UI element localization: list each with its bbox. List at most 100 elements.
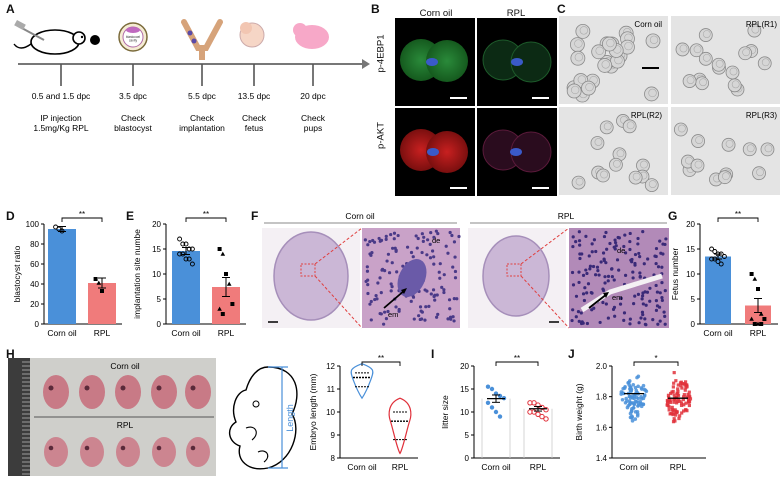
datapoint-J-0-83 — [626, 381, 630, 385]
datapoint-J-0-50 — [628, 411, 633, 416]
ytick-label-D-5: 100 — [26, 220, 40, 229]
panel-h-photo: Corn oil RPL — [8, 358, 216, 476]
datapoint-J-1-86 — [676, 399, 680, 404]
datapoint-J-0-24 — [620, 397, 625, 402]
datapoint-G-0-6 — [712, 256, 718, 262]
panel-letter-i: I — [431, 347, 435, 361]
datapoint-E-1-3 — [226, 281, 232, 286]
datapoint-J-1-74 — [675, 395, 679, 400]
panel-letter-h: H — [6, 347, 15, 361]
panel-letter-c: C — [557, 2, 566, 16]
xcat-D-0: Corn oil — [47, 328, 76, 338]
datapoint-J-0-32 — [630, 419, 635, 423]
ytick-label-I-4: 20 — [460, 362, 469, 371]
micrograph-label-rpl-r1: RPL(R1) — [746, 20, 777, 29]
datapoint-I-0-0 — [485, 384, 491, 389]
datapoint-J-0-73 — [631, 406, 636, 410]
blastocyst-112-0-11 — [675, 42, 690, 57]
datapoint-J-1-80 — [684, 385, 688, 390]
datapoint-J-1-21 — [676, 383, 680, 387]
datapoint-J-0-19 — [636, 403, 641, 408]
datapoint-J-0-45 — [631, 382, 636, 387]
datapoint-J-1-39 — [667, 408, 671, 412]
panel-letter-b: B — [371, 2, 380, 16]
datapoint-G-0-8 — [718, 261, 724, 267]
ytick-label-D-3: 60 — [30, 260, 39, 269]
ytick-label-J-1: 1.6 — [596, 423, 608, 432]
datapoint-E-0-1 — [180, 241, 186, 247]
datapoint-J-0-38 — [641, 383, 646, 388]
pup-icon — [293, 23, 329, 49]
blastocyst-0-91-10 — [644, 178, 659, 192]
panel-f-histology: Corn oil RPL em de em de — [262, 211, 669, 329]
blastocyst-112-91-3 — [673, 122, 688, 137]
datapoint-I-0-6 — [489, 405, 495, 410]
blastocyst-112-0-10 — [682, 74, 697, 88]
ylabel-I: litter size — [440, 395, 450, 429]
ytick-label-H-3: 11 — [327, 385, 336, 394]
datapoint-J-1-89 — [687, 399, 691, 403]
blastocyst-0-0-10 — [575, 24, 591, 39]
datapoint-I-0-8 — [497, 414, 503, 419]
datapoint-G-0-2 — [715, 251, 721, 257]
datapoint-G-1-2 — [756, 287, 760, 291]
histology-label-de-rpl: de — [617, 246, 625, 255]
datapoint-J-1-47 — [681, 397, 686, 402]
sig-mark-I: ** — [514, 354, 520, 363]
datapoint-D-1-1 — [96, 280, 102, 285]
datapoint-J-1-23 — [676, 397, 680, 401]
datapoint-D-1-0 — [93, 277, 98, 281]
datapoint-E-0-7 — [183, 256, 189, 262]
datapoint-J-1-51 — [671, 408, 675, 412]
sig-bracket-H — [361, 361, 401, 366]
timeline-time-2: 5.5 dpc — [188, 91, 217, 101]
datapoint-J-1-84 — [677, 416, 681, 421]
blastocyst-112-91-8 — [742, 142, 757, 157]
datapoint-J-1-53 — [682, 409, 686, 413]
xcat-D-1: RPL — [94, 328, 111, 338]
histology-label-em-rpl: em — [612, 293, 622, 302]
micrograph-label-rpl-r3: RPL(R3) — [746, 111, 777, 120]
datapoint-J-1-61 — [686, 392, 690, 397]
diagram-length-label: Length — [285, 404, 295, 432]
blastocyst-112-0-13 — [725, 65, 740, 80]
ytick-label-D-4: 80 — [30, 240, 39, 249]
datapoint-J-1-49 — [683, 380, 688, 384]
datapoint-J-0-51 — [641, 402, 646, 406]
datapoint-J-1-88 — [667, 405, 671, 409]
datapoint-I-1-6 — [531, 409, 537, 415]
datapoint-J-1-5 — [670, 405, 674, 410]
photo-label-rpl: RPL — [117, 420, 134, 430]
panel-letter-d: D — [6, 209, 15, 223]
datapoint-J-0-79 — [635, 375, 639, 380]
xcat-G-1: RPL — [750, 328, 767, 338]
datapoint-G-1-6 — [752, 322, 757, 326]
datapoint-J-0-85 — [641, 396, 646, 401]
blastocyst-112-0-1 — [698, 28, 713, 42]
datapoint-J-1-3 — [679, 401, 684, 405]
embryo-photo-corn-oil-1 — [79, 375, 105, 409]
ytick-label-J-3: 2.0 — [596, 362, 608, 371]
blastocyst-0-0-12 — [570, 50, 586, 66]
sig-mark-J: * — [654, 354, 657, 363]
histology-label-em-corn-oil: em — [388, 310, 398, 319]
datapoint-G-1-0 — [749, 272, 754, 276]
ytick-label-E-0: 0 — [157, 320, 162, 329]
datapoint-J-1-82 — [687, 390, 691, 394]
datapoint-J-0-88 — [635, 410, 640, 414]
panel-letter-e: E — [126, 209, 135, 223]
blastocyst-0-91-0 — [571, 175, 586, 190]
datapoint-D-1-2 — [100, 289, 104, 293]
blastocyst-112-0-3 — [689, 43, 704, 58]
timeline-time-1: 3.5 dpc — [119, 91, 148, 101]
ytick-label-I-2: 10 — [460, 408, 469, 417]
datapoint-E-1-0 — [217, 247, 222, 251]
ytick-label-D-2: 40 — [30, 280, 39, 289]
blastocyst-0-91-4 — [599, 120, 614, 135]
datapoint-J-1-77 — [672, 393, 676, 397]
violin-H-1 — [388, 397, 412, 455]
ylabel-G: Fetus number — [670, 248, 680, 301]
